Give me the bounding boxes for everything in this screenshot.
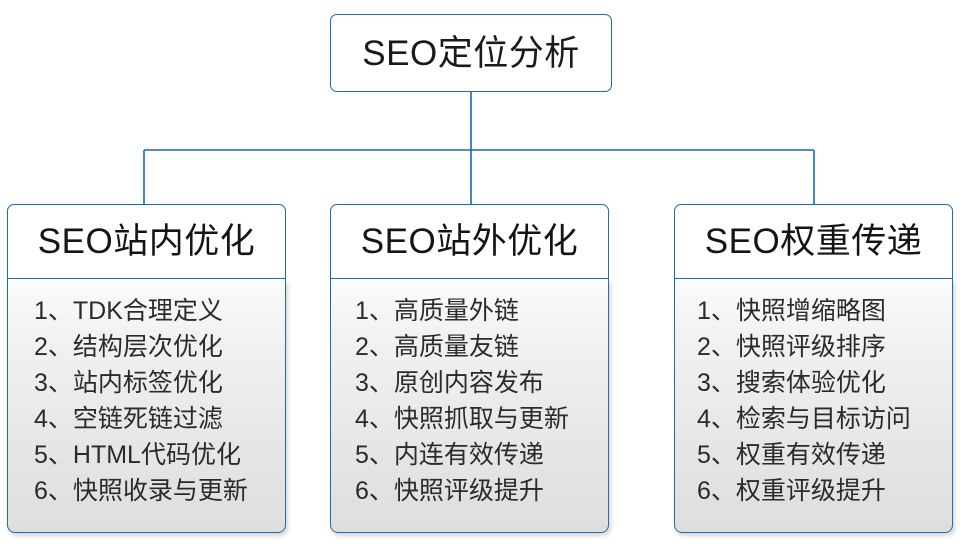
branch-item-list: 1、快照增缩略图 2、快照评级排序 3、搜索体验优化 4、检索与目标访问 5、权… <box>675 293 952 509</box>
list-item: 2、高质量友链 <box>355 333 519 361</box>
branch-header-label: SEO站内优化 <box>37 222 256 261</box>
list-item: 5、内连有效传递 <box>355 441 544 469</box>
list-item: 1、快照增缩略图 <box>697 297 886 325</box>
branch-item-list: 1、TDK合理定义 2、结构层次优化 3、站内标签优化 4、空链死链过滤 5、H… <box>8 293 285 509</box>
list-item: 3、搜索体验优化 <box>697 369 886 397</box>
branch-body-seo-onsite: 1、TDK合理定义 2、结构层次优化 3、站内标签优化 4、空链死链过滤 5、H… <box>7 279 286 533</box>
list-item: 4、快照抓取与更新 <box>355 405 569 433</box>
list-item: 5、权重有效传递 <box>697 441 886 469</box>
list-item: 4、检索与目标访问 <box>697 405 911 433</box>
list-item: 4、空链死链过滤 <box>34 405 223 433</box>
list-item: 1、高质量外链 <box>355 297 519 325</box>
list-item: 2、结构层次优化 <box>34 333 223 361</box>
branch-header-seo-offsite[interactable]: SEO站外优化 <box>330 204 609 279</box>
list-item: 6、快照评级提升 <box>355 477 544 505</box>
branch-header-seo-weight[interactable]: SEO权重传递 <box>674 204 953 279</box>
list-item: 3、站内标签优化 <box>34 369 223 397</box>
branch-column-seo-onsite: SEO站内优化 1、TDK合理定义 2、结构层次优化 3、站内标签优化 4、空链… <box>7 204 286 533</box>
root-node-label: SEO定位分析 <box>362 33 580 73</box>
list-item: 6、快照收录与更新 <box>34 477 248 505</box>
branch-header-label: SEO站外优化 <box>360 222 579 261</box>
branch-item-list: 1、高质量外链 2、高质量友链 3、原创内容发布 4、快照抓取与更新 5、内连有… <box>331 293 608 509</box>
list-item: 3、原创内容发布 <box>355 369 544 397</box>
list-item: 6、权重评级提升 <box>697 477 886 505</box>
list-item: 1、TDK合理定义 <box>34 297 223 325</box>
branch-header-label: SEO权重传递 <box>704 222 923 261</box>
branch-header-seo-onsite[interactable]: SEO站内优化 <box>7 204 286 279</box>
branch-body-seo-offsite: 1、高质量外链 2、高质量友链 3、原创内容发布 4、快照抓取与更新 5、内连有… <box>330 279 609 533</box>
root-node[interactable]: SEO定位分析 <box>330 14 612 92</box>
branch-column-seo-weight: SEO权重传递 1、快照增缩略图 2、快照评级排序 3、搜索体验优化 4、检索与… <box>674 204 953 533</box>
branch-body-seo-weight: 1、快照增缩略图 2、快照评级排序 3、搜索体验优化 4、检索与目标访问 5、权… <box>674 279 953 533</box>
list-item: 5、HTML代码优化 <box>34 441 241 469</box>
list-item: 2、快照评级排序 <box>697 333 886 361</box>
branch-column-seo-offsite: SEO站外优化 1、高质量外链 2、高质量友链 3、原创内容发布 4、快照抓取与… <box>330 204 609 533</box>
